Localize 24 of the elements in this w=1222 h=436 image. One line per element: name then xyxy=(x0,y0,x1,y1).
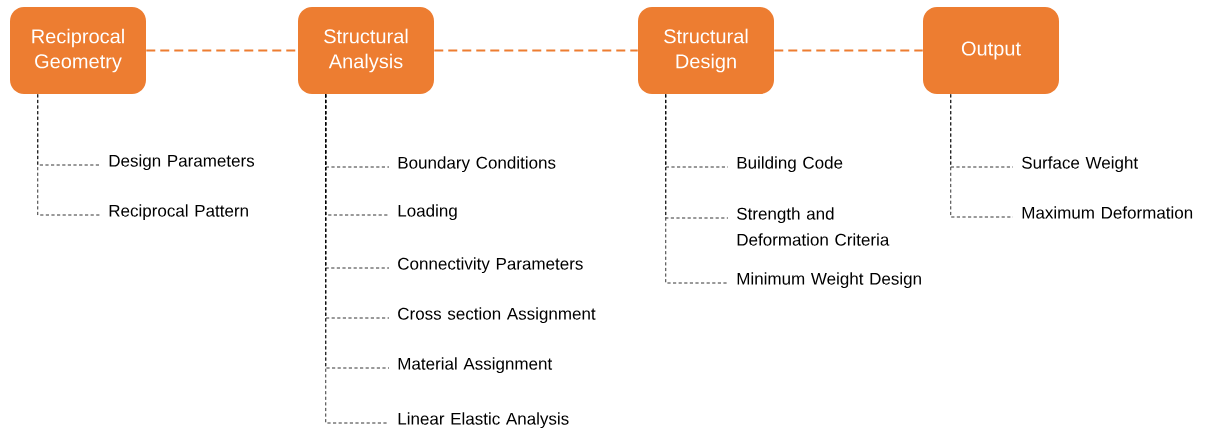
item-label: Cross section Assignment xyxy=(398,307,596,324)
item-label: Design Parameters xyxy=(109,154,255,171)
item-label: Minimum Weight Design xyxy=(737,272,921,289)
item-label: Material Assignment xyxy=(398,357,553,374)
item-label: Strength and Deformation Criteria xyxy=(737,207,890,246)
item-label: Reciprocal Pattern xyxy=(109,204,248,221)
item-label: Maximum Deformation xyxy=(1022,206,1193,219)
process-box: Structural Design xyxy=(638,7,774,94)
process-box: Structural Analysis xyxy=(298,7,434,94)
item-label: Loading xyxy=(398,204,457,221)
connector-line xyxy=(665,93,729,284)
connector-line xyxy=(774,49,923,52)
process-box: Reciprocal Geometry xyxy=(10,7,146,94)
item-label: Connectivity Parameters xyxy=(398,257,583,274)
item-label: Surface Weight xyxy=(1022,156,1138,173)
process-box: Output xyxy=(923,7,1059,94)
connector-line xyxy=(325,93,390,424)
item-label: Linear Elastic Analysis xyxy=(398,412,569,429)
item-label: Boundary Conditions xyxy=(398,156,556,173)
item-label: Building Code xyxy=(737,156,843,173)
connector-line xyxy=(37,93,101,216)
connector-line xyxy=(434,49,638,52)
connector-line xyxy=(146,49,298,52)
connector-line xyxy=(950,93,1014,218)
